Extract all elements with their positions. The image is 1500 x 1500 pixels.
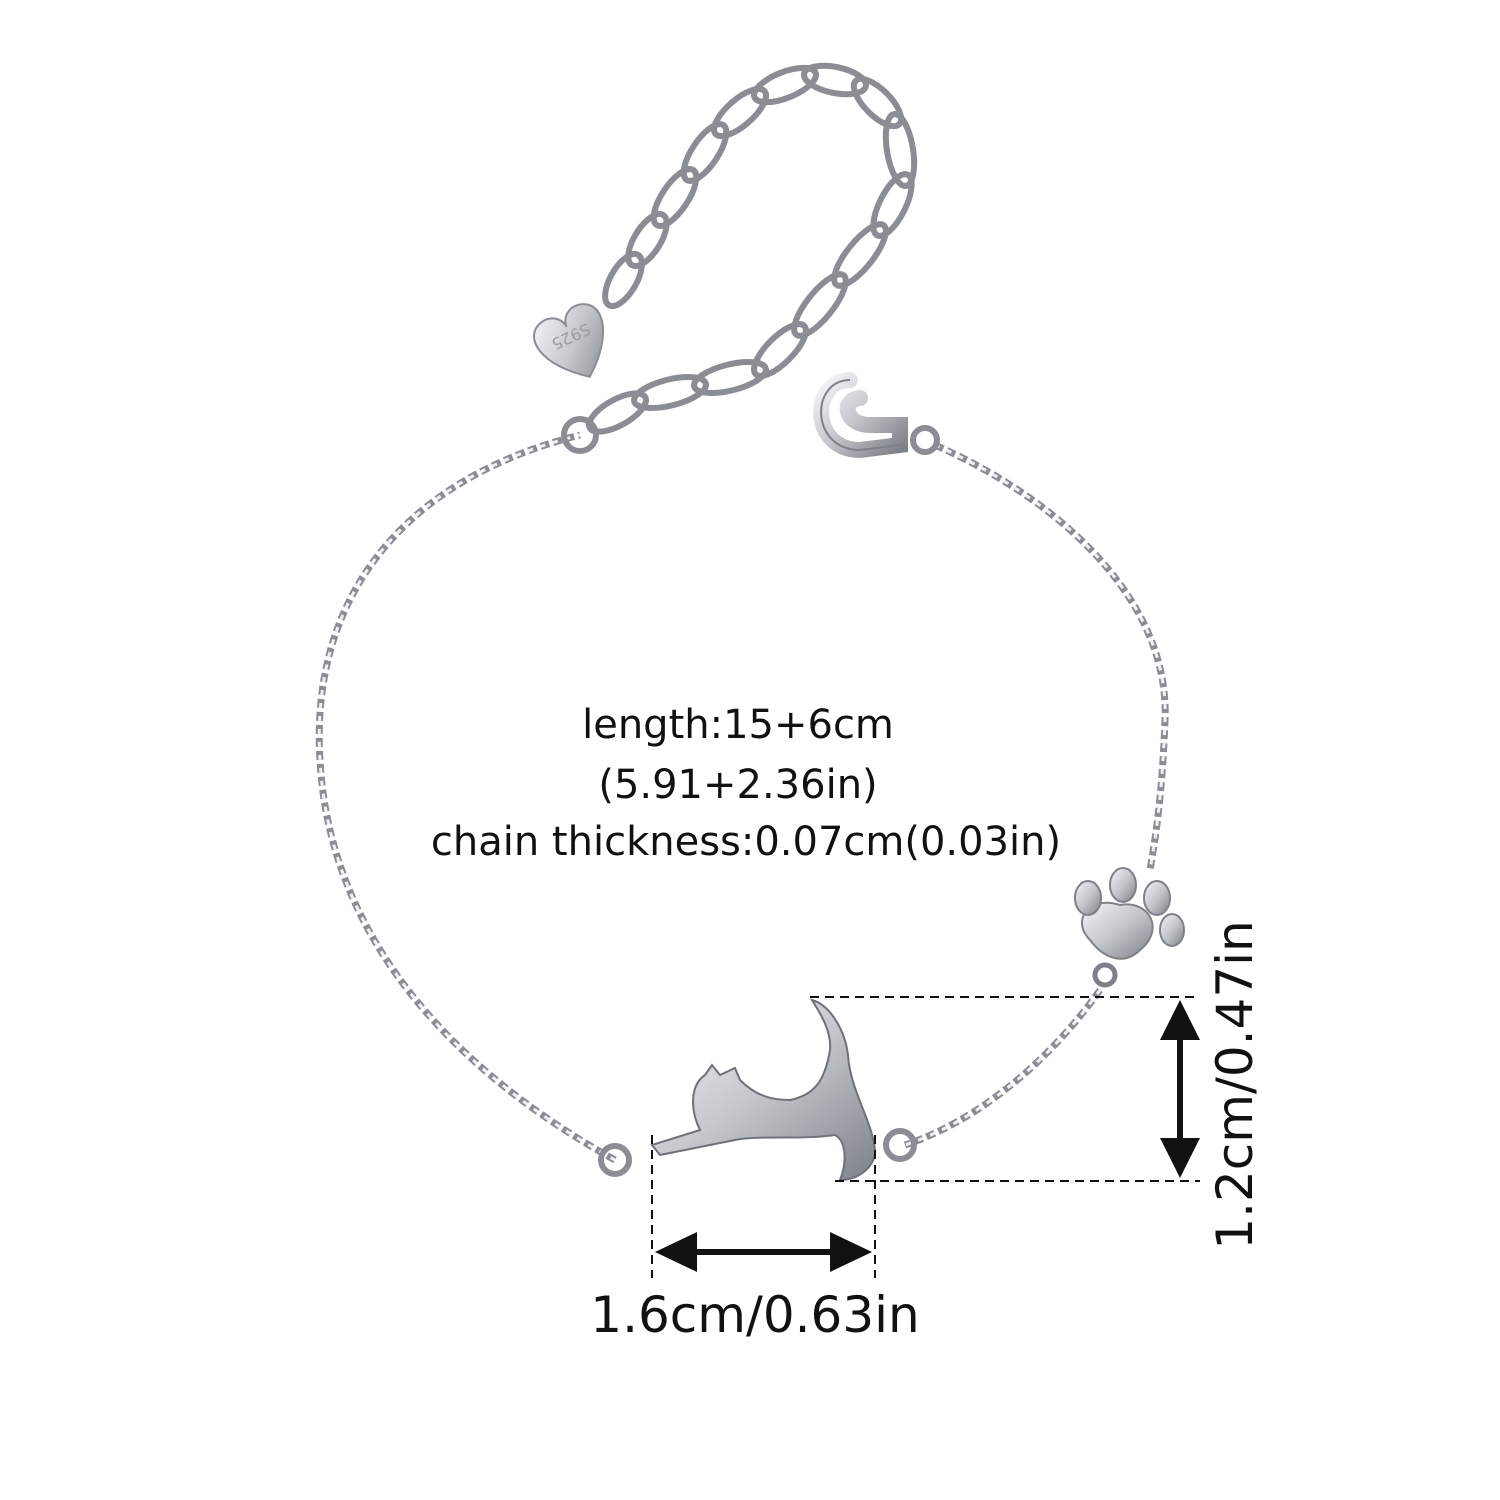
extender-link: [586, 390, 649, 435]
extender-link: [850, 75, 905, 130]
extender-link: [625, 210, 670, 270]
extender-link: [751, 321, 809, 379]
jump-ring: [883, 1128, 917, 1162]
paw-charm: [1074, 867, 1185, 988]
extender-link: [751, 64, 819, 106]
extender-link: [691, 359, 769, 396]
arrow-right-icon: [830, 1232, 872, 1272]
extender-link: [882, 111, 918, 189]
extender-link: [831, 221, 889, 289]
jump-ring: [561, 416, 599, 454]
dimension-lines: [651, 996, 1200, 1278]
arrow-left-icon: [655, 1232, 697, 1272]
extender-chain: [586, 62, 918, 435]
extender-link: [870, 171, 915, 239]
length-inches-spec: (5.91+2.36in): [598, 762, 878, 808]
heart-charm: S925: [532, 303, 605, 378]
chain-thickness-spec: chain thickness:0.07cm(0.03in): [430, 819, 1062, 865]
extender-link: [602, 250, 645, 310]
jump-ring: [598, 1143, 632, 1177]
cat-charm: [650, 998, 877, 1182]
extender-link: [650, 166, 700, 229]
extender-link: [680, 121, 730, 184]
height-dimension-label: 1.2cm/0.47in: [1206, 920, 1264, 1250]
arrow-down-icon: [1160, 1138, 1200, 1178]
extender-link: [631, 374, 709, 411]
extender-link: [791, 271, 849, 339]
arrow-up-icon: [1160, 1000, 1200, 1040]
width-dimension-label: 1.6cm/0.63in: [590, 1286, 920, 1344]
lobster-clasp: [813, 372, 940, 459]
extender-link: [801, 62, 869, 98]
length-spec: length:15+6cm: [582, 702, 894, 748]
chain: [315, 431, 1169, 1164]
extender-link: [711, 85, 769, 140]
